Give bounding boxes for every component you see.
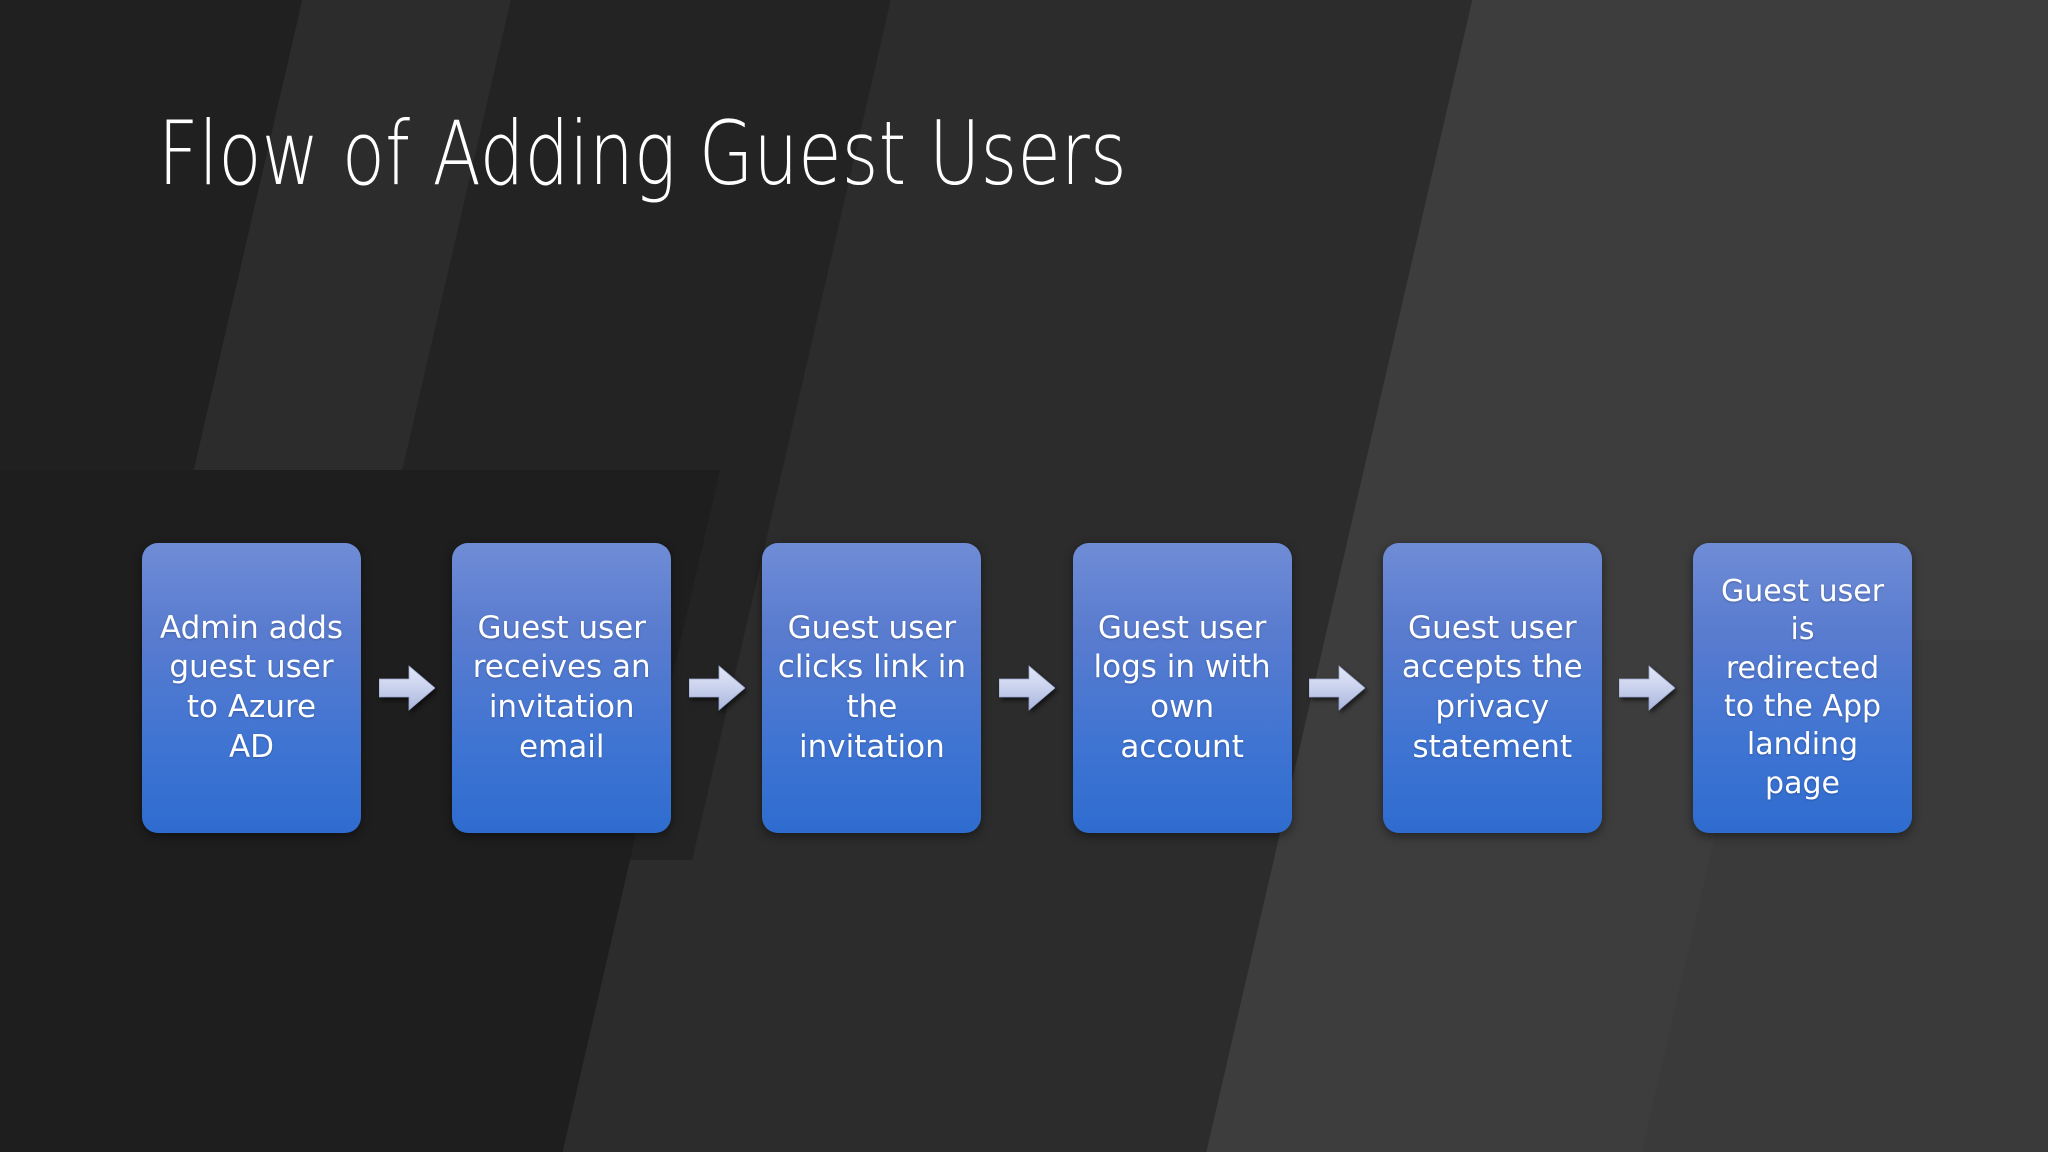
flow-node-step-2[interactable]: Guest user receives an invitation email	[452, 543, 672, 833]
flow-connector-2	[671, 543, 762, 833]
flow-connector-1	[361, 543, 452, 833]
flow-node-step-6[interactable]: Guest user is redirected to the App land…	[1693, 543, 1913, 833]
flow-connector-5	[1602, 543, 1693, 833]
flow-node-label: Guest user logs in with own account	[1093, 609, 1271, 765]
flow-node-label: Guest user receives an invitation email	[472, 609, 651, 765]
flow-node-label: Guest user accepts the privacy statement	[1401, 609, 1583, 765]
flow-node-step-1[interactable]: Admin adds guest user to Azure AD	[142, 543, 361, 833]
right-arrow-icon	[378, 665, 435, 711]
flow-node-step-5[interactable]: Guest user accepts the privacy statement	[1382, 543, 1602, 833]
flow-node-label: Admin adds guest user to Azure AD	[159, 609, 344, 765]
flow-node-label: Guest user clicks link in the invitation	[777, 609, 967, 765]
slide-title: Flow of Adding Guest Users	[158, 102, 1127, 205]
flow-connector-4	[1292, 543, 1383, 833]
right-arrow-icon	[688, 665, 745, 711]
right-arrow-icon	[999, 665, 1055, 711]
flow-connector-3	[981, 543, 1072, 833]
right-arrow-icon	[1619, 665, 1676, 711]
flow-node-step-4[interactable]: Guest user logs in with own account	[1072, 543, 1292, 833]
flow-node-step-3[interactable]: Guest user clicks link in the invitation	[762, 543, 982, 833]
flow-diagram: Admin adds guest user to Azure AD Guest …	[142, 543, 1913, 833]
right-arrow-icon	[1309, 665, 1366, 711]
flow-node-label: Guest user is redirected to the App land…	[1720, 573, 1885, 801]
